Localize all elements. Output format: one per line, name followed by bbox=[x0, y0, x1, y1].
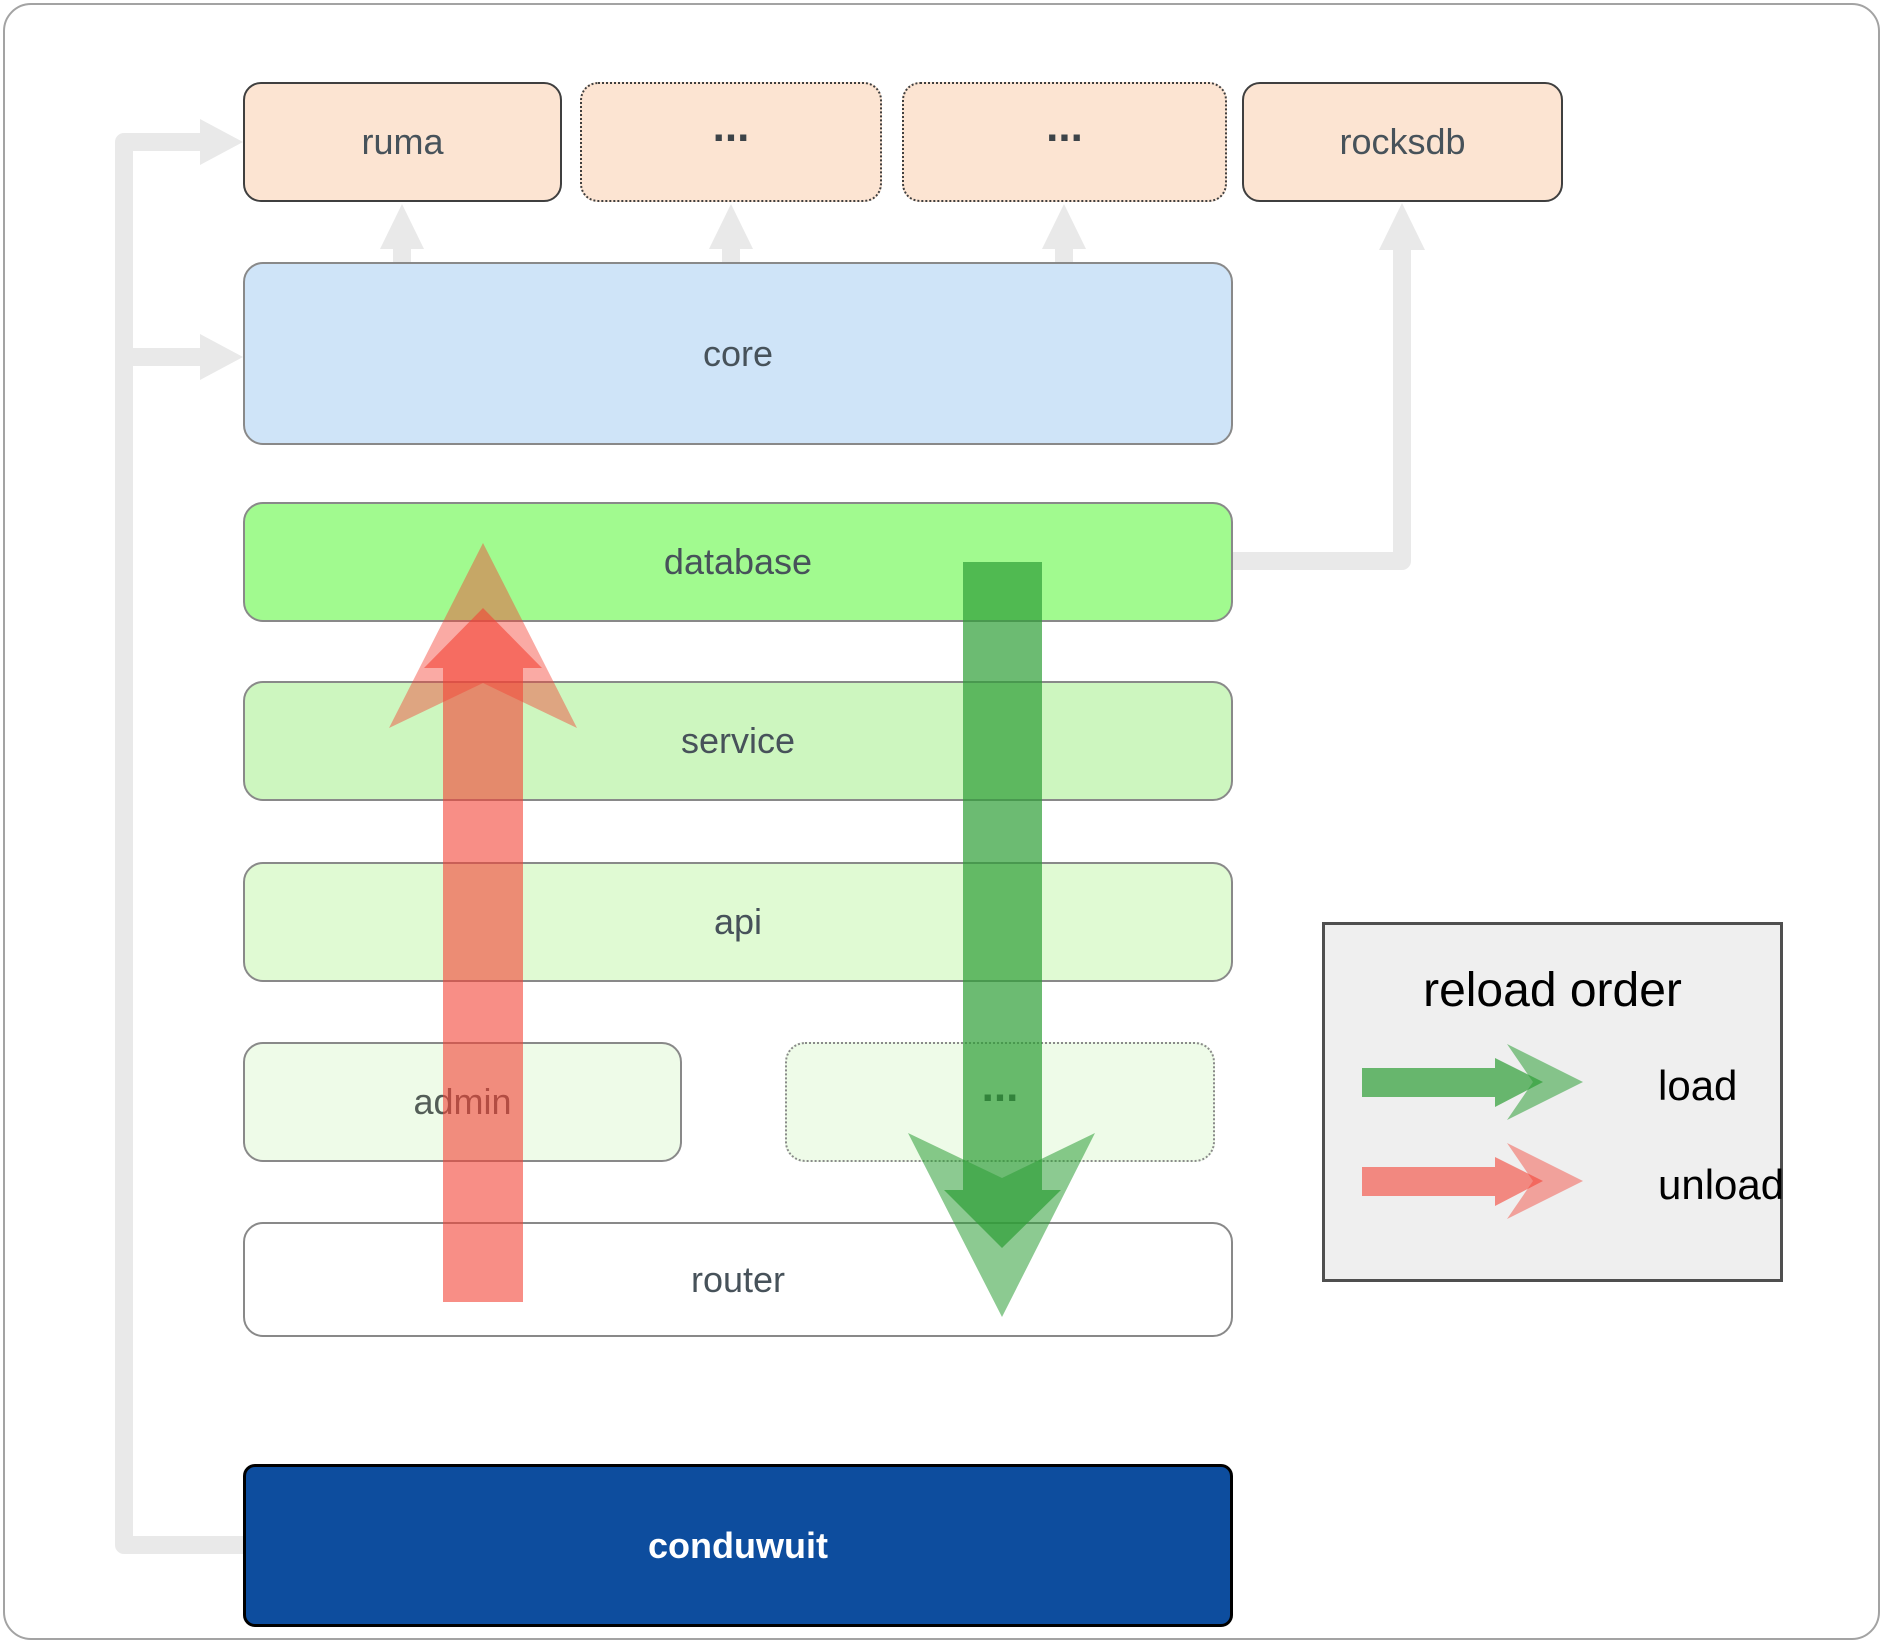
legend-load-arrow-icon bbox=[1362, 1058, 1543, 1107]
database-to-rocksdb-connector bbox=[1233, 250, 1411, 570]
box-database-label: database bbox=[663, 541, 813, 582]
load-arrow-icon bbox=[944, 562, 1061, 1248]
legend: reload order load unload bbox=[1322, 922, 1785, 1282]
database-to-rocksdb-arrowhead-icon bbox=[1379, 203, 1425, 250]
box-ruma-label: ruma bbox=[361, 121, 444, 162]
legend-title: reload order bbox=[1423, 964, 1682, 1017]
box-api: api bbox=[243, 862, 1233, 982]
box-dependency-3: ... bbox=[902, 82, 1227, 202]
core-to-dep2-arrowhead-icon bbox=[709, 204, 753, 249]
box-router: router bbox=[243, 1222, 1233, 1337]
box-database: database bbox=[243, 502, 1233, 622]
box-conduwuit-label: conduwuit bbox=[648, 1524, 828, 1566]
load-arrowhead-icon bbox=[908, 1133, 1095, 1317]
legend-unload-label: unload bbox=[1658, 1161, 1785, 1208]
conduwuit-trunk-connector bbox=[115, 133, 243, 1554]
box-service: service bbox=[243, 681, 1233, 801]
core-to-ruma-arrowhead-icon bbox=[380, 204, 424, 249]
legend-unload-arrow-icon bbox=[1362, 1157, 1543, 1206]
unload-arrow-icon bbox=[424, 608, 542, 1302]
legend-load-label: load bbox=[1658, 1062, 1738, 1109]
box-dependency-3-label: ... bbox=[1046, 102, 1083, 151]
conduwuit-to-ruma-arrowhead-icon bbox=[200, 119, 243, 165]
legend-load-arrowhead-icon bbox=[1507, 1044, 1583, 1120]
box-service-label: service bbox=[680, 720, 796, 761]
box-core: core bbox=[243, 262, 1233, 445]
box-dependency-2-label: ... bbox=[712, 102, 750, 151]
box-router-label: router bbox=[690, 1258, 786, 1300]
box-core-label: core bbox=[702, 332, 774, 374]
unload-arrowhead-icon bbox=[389, 543, 577, 728]
box-rocksdb-label: rocksdb bbox=[1339, 121, 1466, 162]
box-conduwuit: conduwuit bbox=[243, 1464, 1233, 1627]
box-ruma: ruma bbox=[243, 82, 562, 202]
box-dependency-2: ... bbox=[580, 82, 882, 202]
conduwuit-to-core-arrowhead-icon bbox=[200, 334, 243, 380]
core-to-dep3-arrowhead-icon bbox=[1042, 204, 1086, 249]
legend-unload-arrowhead-icon bbox=[1507, 1143, 1583, 1219]
box-api-label: api bbox=[713, 901, 763, 942]
box-rocksdb: rocksdb bbox=[1242, 82, 1563, 202]
